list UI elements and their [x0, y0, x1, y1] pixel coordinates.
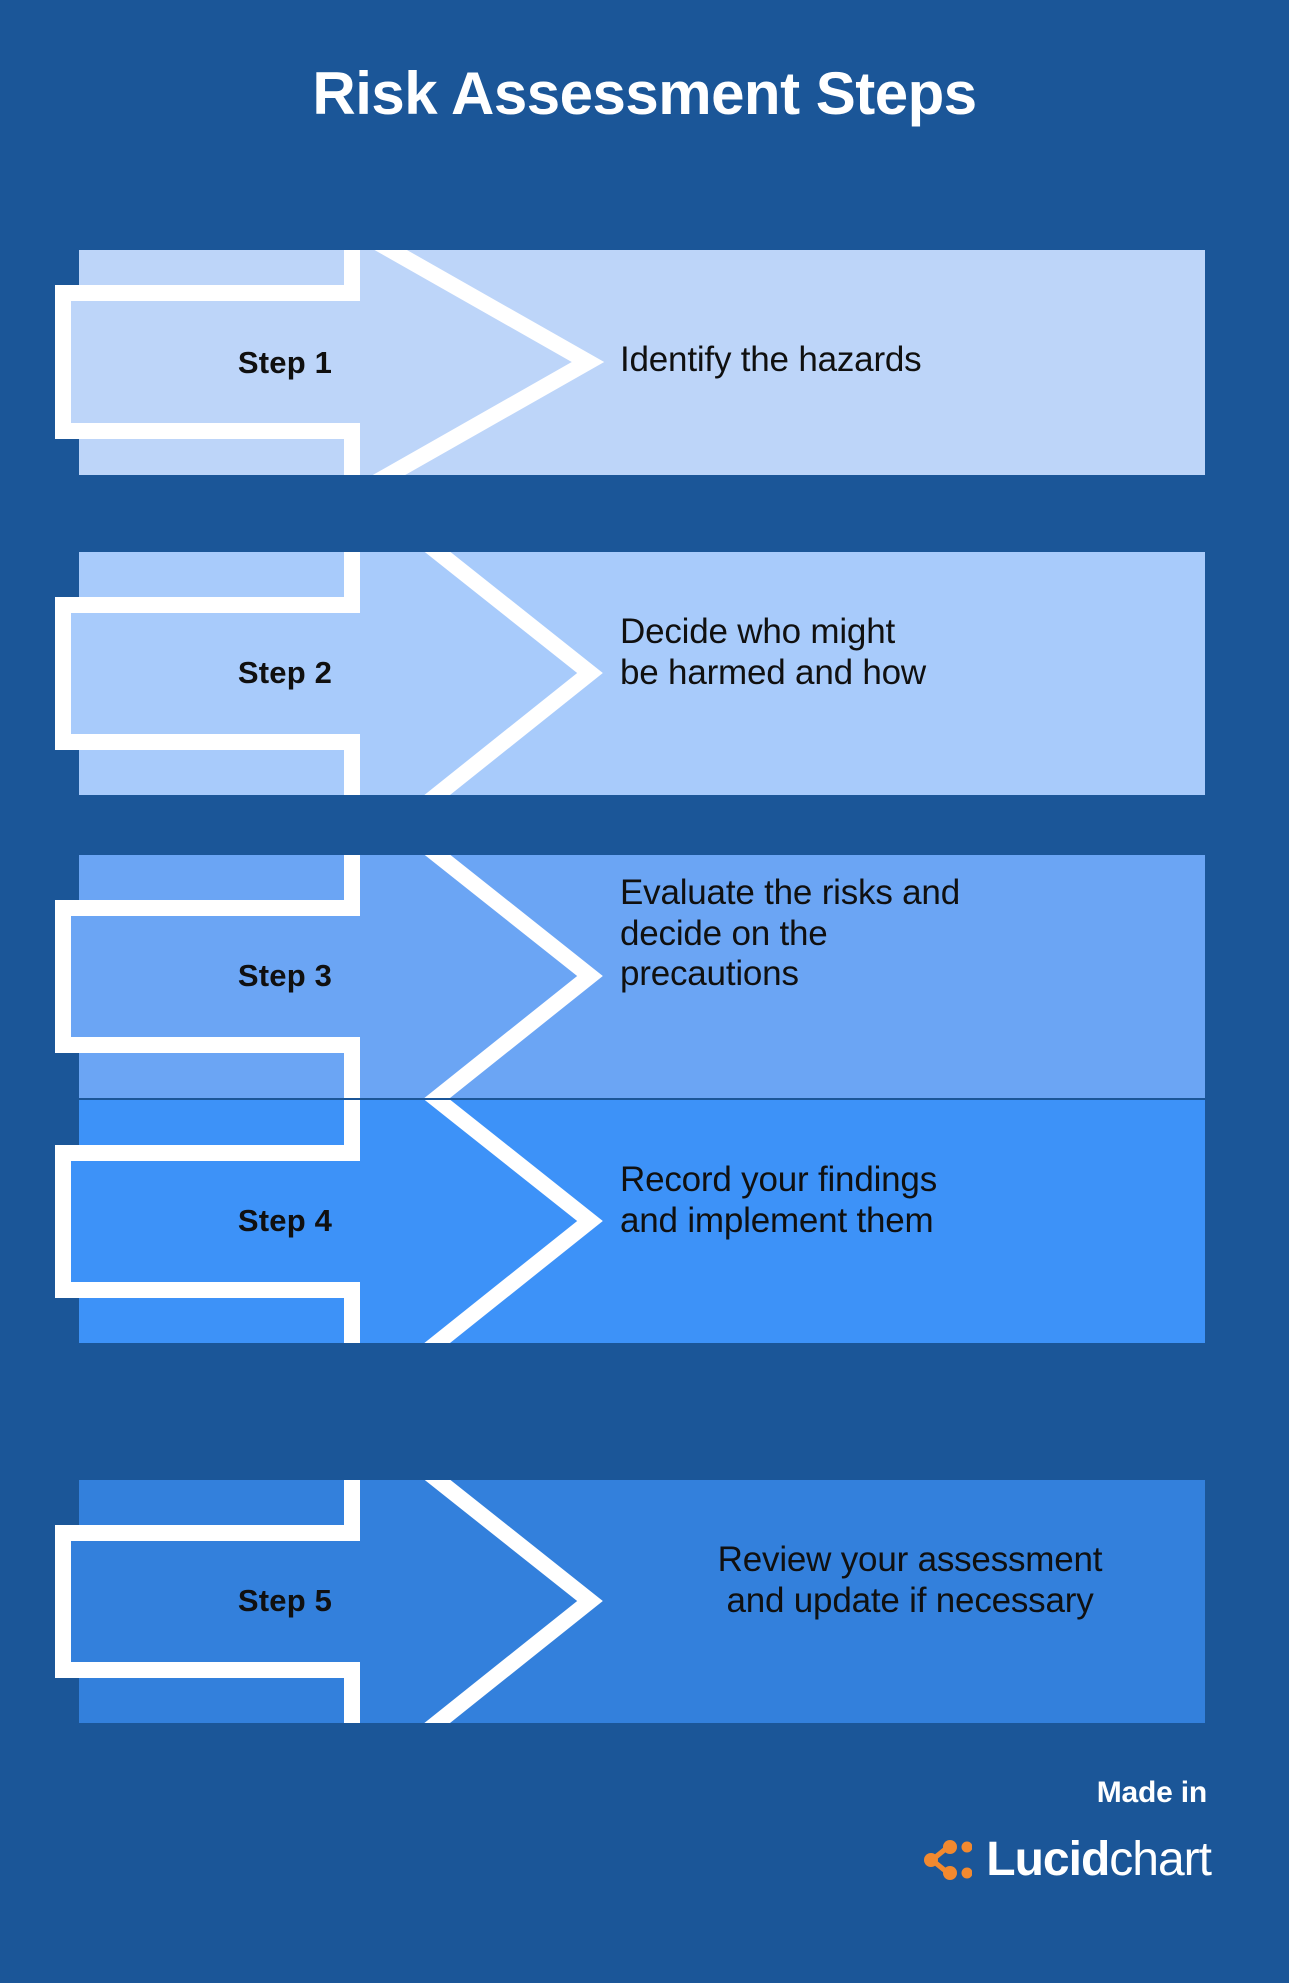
step-description-4: Record your findings and implement them	[620, 1160, 937, 1240]
logo-text-chart: chart	[1109, 1833, 1212, 1886]
step-description-2: Decide who might be harmed and how	[620, 612, 926, 692]
step-description-5: Review your assessment and update if nec…	[717, 1540, 1103, 1620]
step-row-4: Step 4 Record your findings and implemen…	[0, 1100, 1289, 1343]
step-row-3: Step 3 Evaluate the risks and decide on …	[0, 855, 1289, 1098]
step-label-3: Step 3	[237, 958, 333, 993]
step-row-5: Step 5 Review your assessment and update…	[0, 1480, 1289, 1723]
step-row-2: Step 2 Decide who might be harmed and ho…	[0, 552, 1289, 795]
step-row-1: Step 1 Identify the hazards	[0, 250, 1289, 475]
logo-text-lucid: Lucid	[986, 1833, 1110, 1886]
step-description-1: Identify the hazards	[620, 340, 922, 379]
step-description-3: Evaluate the risks and decide on the pre…	[620, 873, 960, 994]
made-in-label: Made in	[1096, 1776, 1207, 1809]
page-title: Risk Assessment Steps	[312, 60, 977, 127]
step-label-1: Step 1	[237, 345, 333, 380]
step-label-5: Step 5	[237, 1583, 333, 1618]
step-label-2: Step 2	[237, 655, 333, 690]
lucidchart-logo[interactable]: Lucidchart	[920, 1833, 1212, 1886]
lucidchart-wordmark: Lucidchart	[986, 1833, 1212, 1886]
step-label-4: Step 4	[237, 1203, 333, 1238]
lucidchart-logo-icon	[924, 1840, 973, 1880]
